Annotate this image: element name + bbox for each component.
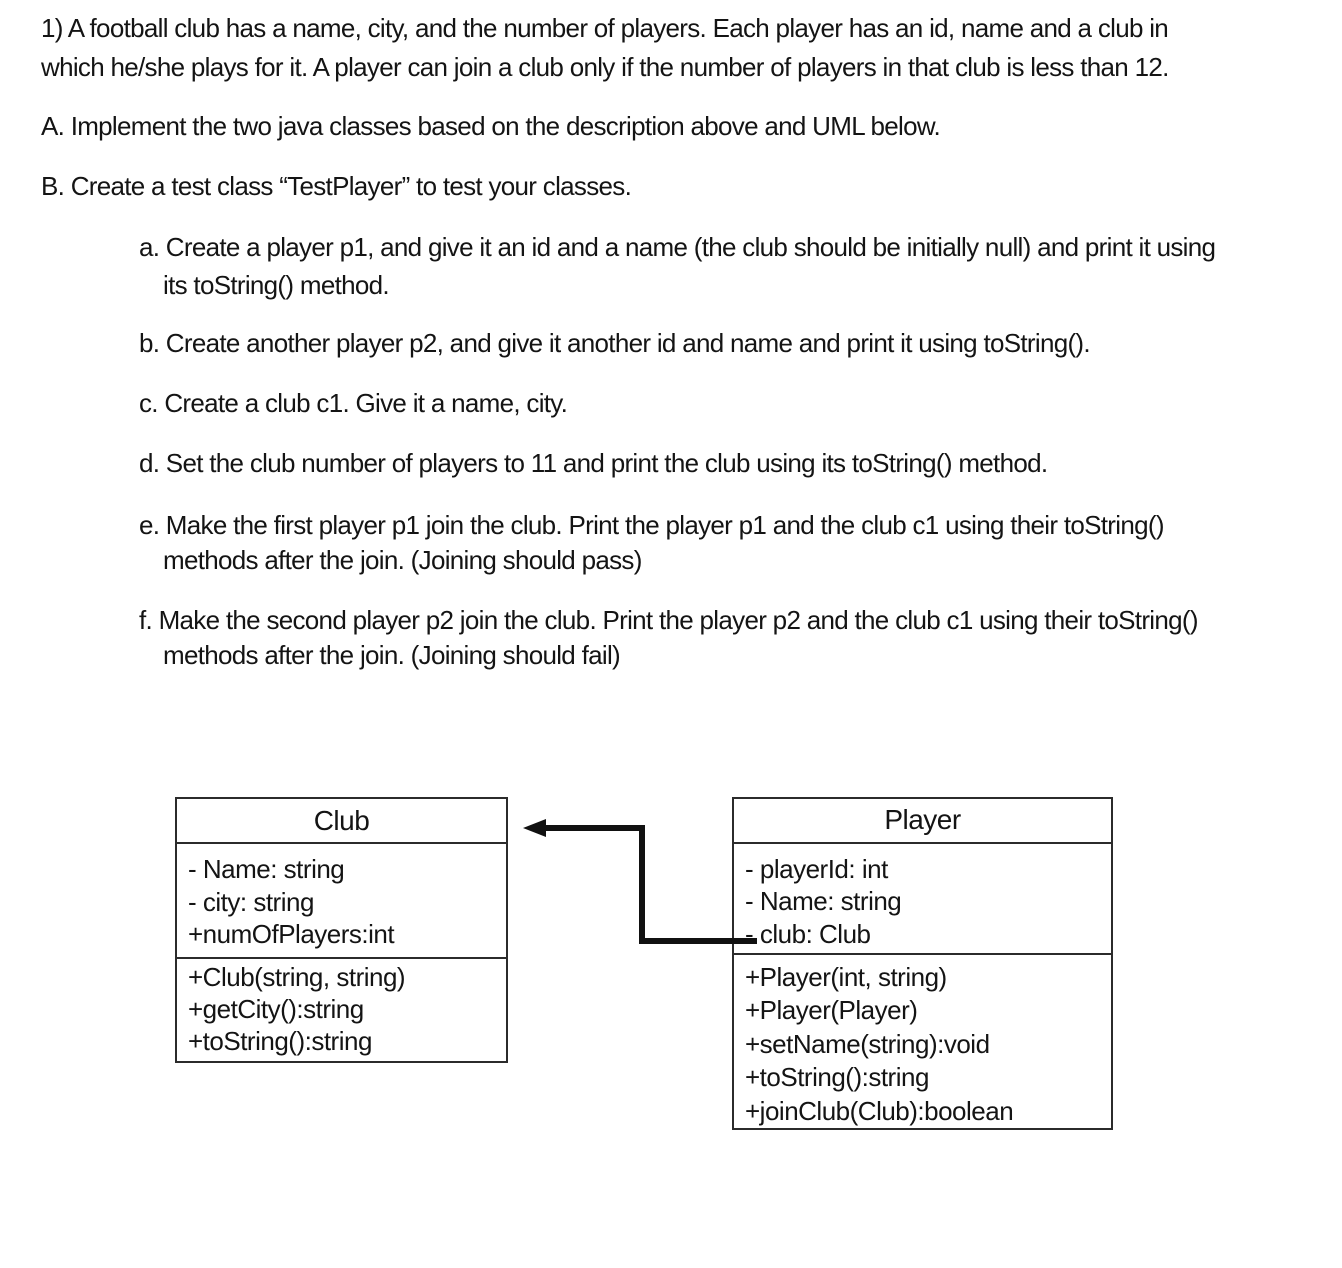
arrow-segment-vertical xyxy=(639,825,645,944)
task-item-f-line-2: methods after the join. (Joining should … xyxy=(163,640,621,670)
task-item-a-line-1: a. Create a player p1, and give it an id… xyxy=(139,232,1216,262)
club-method-row: +toString():string xyxy=(188,1026,372,1056)
task-item-e-line-1: e. Make the first player p1 join the clu… xyxy=(139,510,1164,540)
task-item-c-line-1: c. Create a club c1. Give it a name, cit… xyxy=(139,388,568,418)
player-method-row: +toString():string xyxy=(745,1062,929,1093)
uml-class-box-club: Club - Name: string - city: string +numO… xyxy=(175,797,508,1063)
club-methods-compartment: +Club(string, string) +getCity():string … xyxy=(177,959,506,1061)
club-method-row: +getCity():string xyxy=(188,994,364,1024)
player-method-row: +setName(string):void xyxy=(745,1028,990,1059)
section-b-heading: B. Create a test class “TestPlayer” to t… xyxy=(41,171,632,201)
player-attribute-row: - playerId: int xyxy=(745,853,888,884)
player-attribute-row: - club: Club xyxy=(745,918,871,949)
task-item-a-line-2: its toString() method. xyxy=(163,270,390,300)
club-attributes-compartment: - Name: string - city: string +numOfPlay… xyxy=(177,844,506,959)
player-method-row: +joinClub(Club):boolean xyxy=(745,1095,1014,1126)
club-method-row: +Club(string, string) xyxy=(188,962,406,992)
section-a-heading: A. Implement the two java classes based … xyxy=(41,111,941,141)
player-method-row: +Player(int, string) xyxy=(745,961,947,992)
intro-paragraph-line-2: which he/she plays for it. A player can … xyxy=(41,52,1169,82)
task-item-f-line-1: f. Make the second player p2 join the cl… xyxy=(139,605,1199,635)
task-item-b-line-1: b. Create another player p2, and give it… xyxy=(139,328,1091,358)
intro-paragraph-line-1: 1) A football club has a name, city, and… xyxy=(41,13,1169,43)
player-method-row: +Player(Player) xyxy=(745,995,918,1026)
club-attribute-row: - Name: string xyxy=(188,854,345,884)
task-item-e-line-2: methods after the join. (Joining should … xyxy=(163,545,642,575)
player-methods-compartment: +Player(int, string) +Player(Player) +se… xyxy=(734,955,1111,1128)
player-class-title: Player xyxy=(734,799,1111,844)
arrow-segment-bottom xyxy=(639,938,757,944)
arrow-segment-top xyxy=(544,825,645,831)
player-attribute-row: - Name: string xyxy=(745,886,902,917)
task-item-d-line-1: d. Set the club number of players to 11 … xyxy=(139,448,1048,478)
player-attributes-compartment: - playerId: int - Name: string - club: C… xyxy=(734,844,1111,955)
club-attribute-row: +numOfPlayers:int xyxy=(188,919,395,949)
club-class-title: Club xyxy=(177,799,506,844)
uml-class-box-player: Player - playerId: int - Name: string - … xyxy=(732,797,1113,1130)
club-attribute-row: - city: string xyxy=(188,886,314,917)
arrowhead-icon xyxy=(523,819,546,837)
